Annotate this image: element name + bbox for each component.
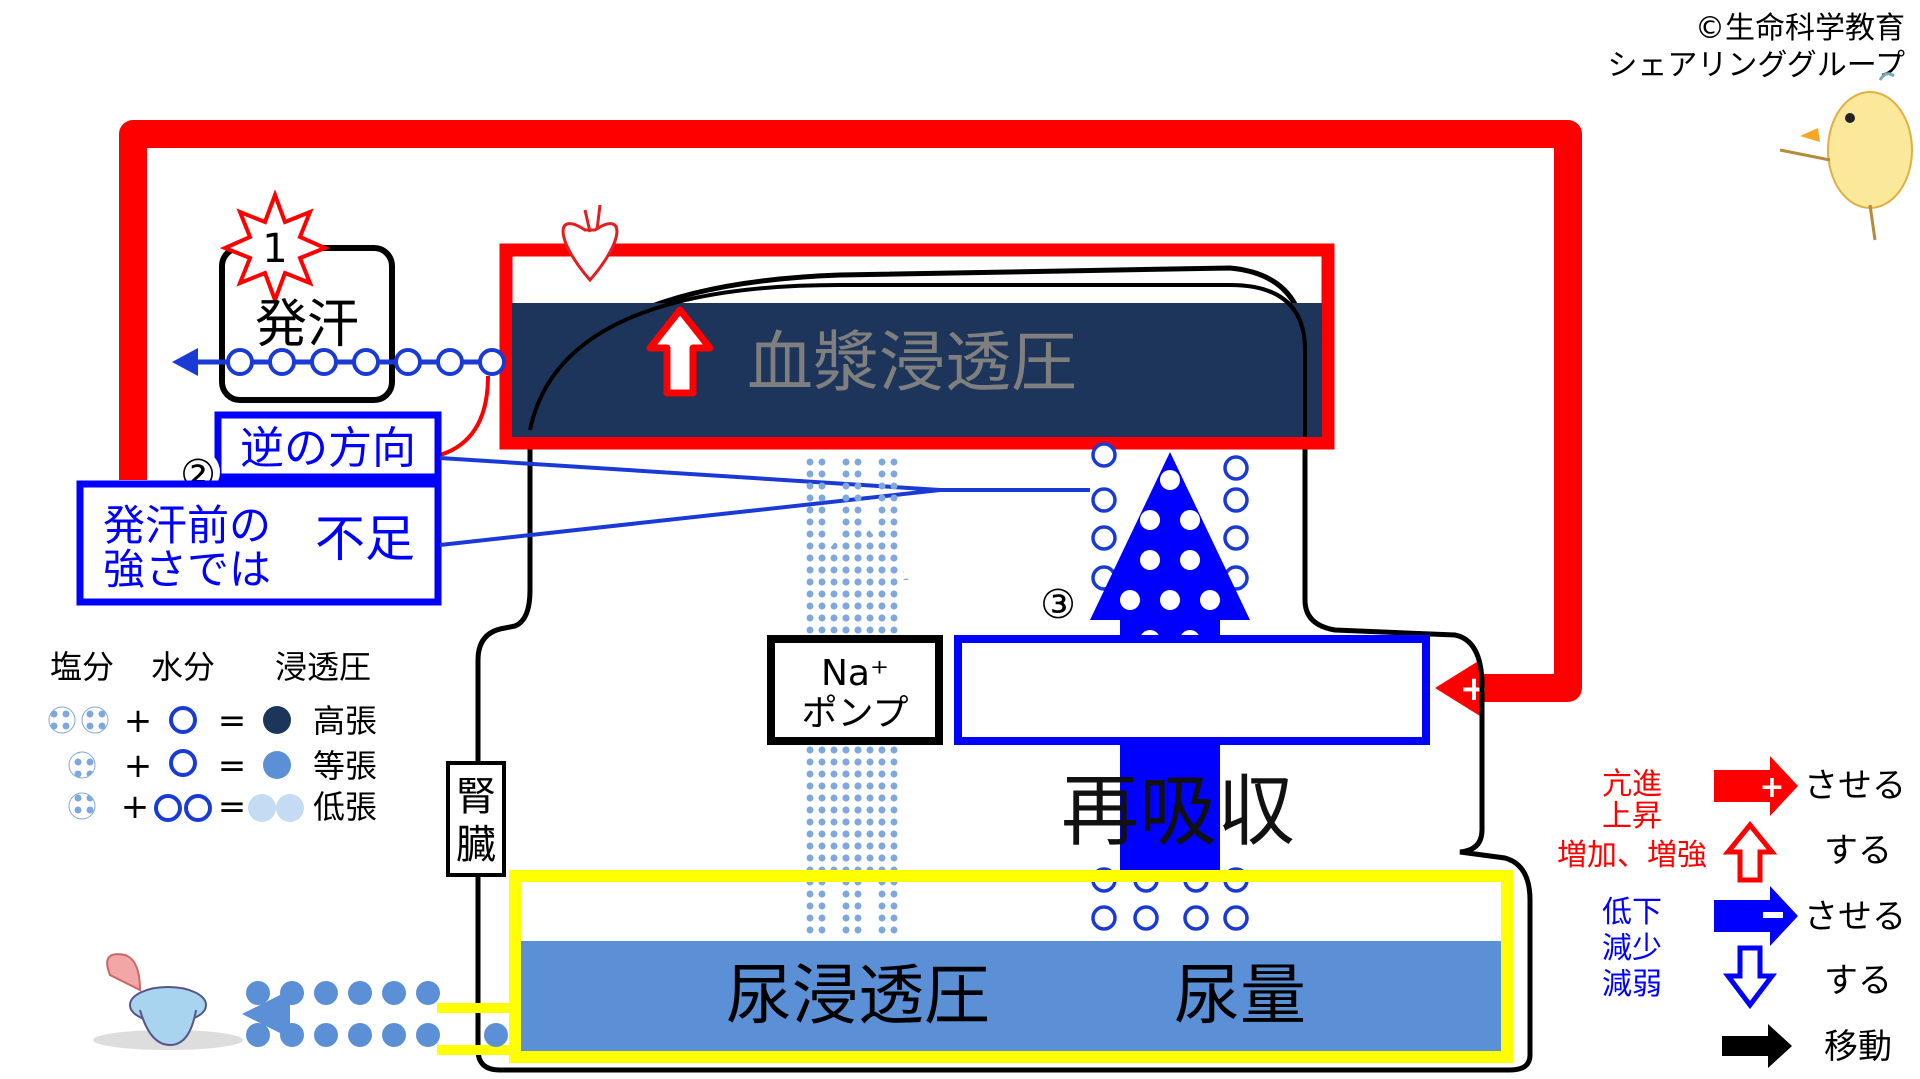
urine-box-outline xyxy=(509,870,1513,1063)
plasma-kidney-top xyxy=(528,283,1307,437)
na-pump-line1: Na⁺ xyxy=(821,653,889,694)
before-sweat-line2: 強さでは xyxy=(103,545,271,594)
isotonic-label: 等張 xyxy=(313,747,377,785)
water-circle-icon xyxy=(154,794,182,822)
salt-dot-icon xyxy=(68,751,96,779)
insufficient-label: 不足 xyxy=(315,510,415,568)
plasma-osmotic-label: 血漿浸透圧 xyxy=(747,324,1077,401)
legend-blue-minus-sign xyxy=(1763,912,1783,918)
water-circle-icon xyxy=(169,749,197,777)
salt-dot-icon xyxy=(81,706,109,734)
sweat-outflow-head xyxy=(172,348,198,376)
salt-up-arrow xyxy=(804,515,910,640)
step3-circle-bg xyxy=(1036,580,1080,624)
legend-blue-verb-1: 低下 xyxy=(1602,895,1662,930)
na-pump-line2: ポンプ xyxy=(802,693,909,734)
copyright-line2: シェアリンググループ xyxy=(1607,48,1905,83)
legend-red-up-arrow xyxy=(1722,821,1778,883)
hypertonic-label: 高張 xyxy=(313,702,377,740)
composition-plus: + xyxy=(124,746,153,786)
sweat-water-circles xyxy=(226,348,506,376)
legend-blue-verb-2: 減少 xyxy=(1602,931,1662,966)
composition-equals: = xyxy=(218,701,247,741)
step1-number: 1 xyxy=(262,226,287,272)
starburst-icon xyxy=(219,189,331,306)
plasma-up-arrow xyxy=(646,306,714,397)
heart-icon xyxy=(561,204,619,283)
osmotic-header: 浸透圧 xyxy=(275,648,371,686)
chick-illustration xyxy=(1779,72,1913,241)
composition-plus: + xyxy=(121,787,150,827)
salt-arrow-shaft xyxy=(830,730,884,880)
blue-line-upper xyxy=(439,456,1090,492)
urine-volume-label: 尿量 xyxy=(1174,957,1306,1034)
kidney-outline xyxy=(475,265,1533,1073)
urine-outflow-arrowhead xyxy=(242,990,290,1038)
legend-blue-suffix-1: させる xyxy=(1804,897,1906,937)
hypotonic-dot-icon xyxy=(276,794,304,822)
kidney-label-line1: 腎 xyxy=(456,774,496,820)
salt-header: 塩分 xyxy=(50,648,114,686)
water-header: 水分 xyxy=(151,648,215,686)
legend-blue-minus-arrow xyxy=(1714,886,1798,946)
urine-osmotic-bar xyxy=(521,941,1501,1051)
urine-osmotic-label: 尿浸透圧 xyxy=(726,957,990,1034)
legend-blue-verb-3: 減弱 xyxy=(1602,967,1662,1002)
step3-number: ③ xyxy=(1040,582,1076,628)
copyright-line1: ©生命科学教育 xyxy=(1695,11,1905,46)
composition-equals: = xyxy=(218,787,247,827)
water-circle-icon xyxy=(184,794,212,822)
urine-outlet-channel xyxy=(437,1003,515,1055)
salt-dot-icon xyxy=(68,792,96,820)
hypotonic-label: 低張 xyxy=(313,788,377,826)
composition-equals: = xyxy=(218,746,247,786)
toilet-icon xyxy=(93,953,243,1050)
urine-outflow-dots xyxy=(246,981,508,1047)
before-sweat-line1: 発汗前の xyxy=(103,501,271,550)
plasma-box-outline xyxy=(499,243,1335,450)
legend-red-verb-1: 亢進 xyxy=(1602,767,1662,802)
reverse-direction-box xyxy=(214,411,442,481)
legend-blue-down-arrow xyxy=(1722,945,1778,1010)
legend-move-label: 移動 xyxy=(1824,1027,1892,1067)
legend-red-verb-3: 増加、増強 xyxy=(1557,838,1707,873)
legend-red-verb-2: 上昇 xyxy=(1602,799,1662,834)
sweating-label: 発汗 xyxy=(255,295,359,355)
legend-move-arrow xyxy=(1722,1024,1792,1068)
isotonic-dot-icon xyxy=(263,751,291,779)
salt-dot-icon xyxy=(48,706,76,734)
reabsorption-label: 再吸収 xyxy=(1061,767,1295,857)
legend-red-suffix-1: させる xyxy=(1804,766,1906,806)
reabsorption-box xyxy=(954,635,1430,745)
composition-plus: + xyxy=(124,701,153,741)
red-connector-curve xyxy=(439,375,490,457)
hypotonic-dot-icon xyxy=(248,794,276,822)
legend-red-suffix-2: する xyxy=(1824,831,1892,871)
plasma-osmotic-bar xyxy=(512,303,1322,437)
feedback-loop-arrow xyxy=(119,120,1582,702)
water-circle-icon xyxy=(169,706,197,734)
legend-red-plus-sign: + xyxy=(1759,770,1784,805)
kidney-label-box xyxy=(446,761,506,877)
insufficient-box xyxy=(76,480,442,606)
hypertonic-dot-icon xyxy=(263,706,291,734)
legend-blue-suffix-2: する xyxy=(1824,961,1892,1001)
na-pump-box xyxy=(767,635,943,745)
reverse-direction-label: 逆の方向 xyxy=(240,423,416,474)
kidney-label-line2: 臓 xyxy=(456,822,496,868)
feedback-arrowhead xyxy=(1435,660,1480,716)
legend-red-plus-arrow xyxy=(1714,756,1798,816)
